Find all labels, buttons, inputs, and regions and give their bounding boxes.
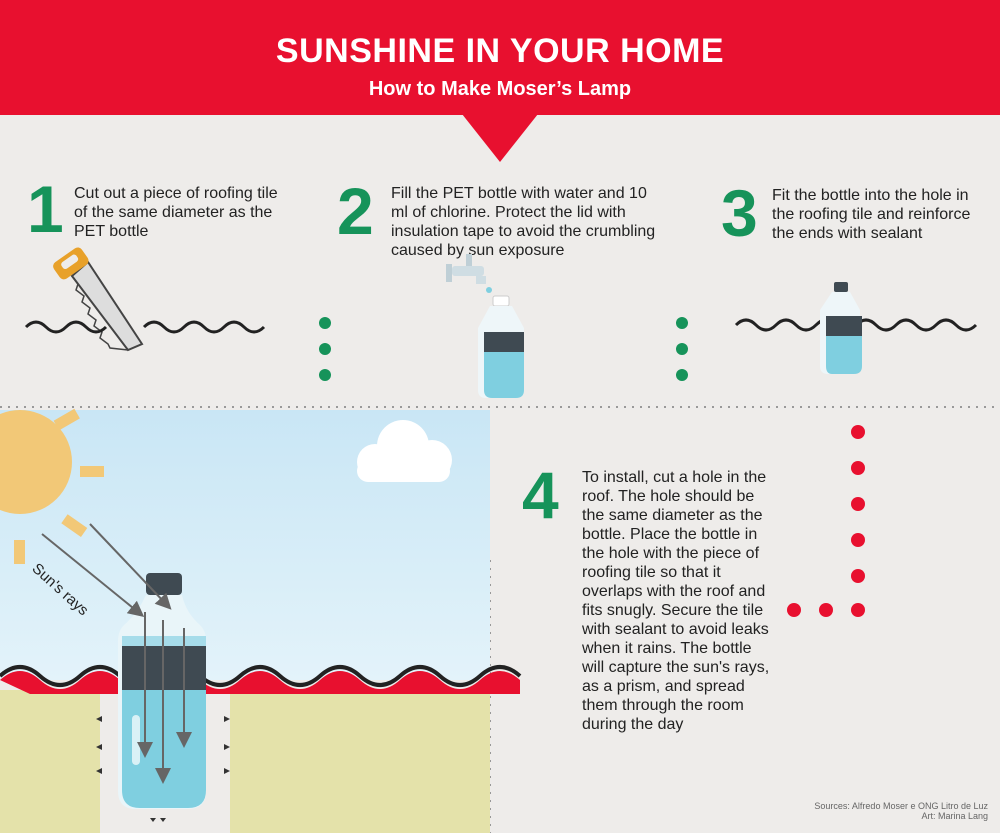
step-separator-dots-2 bbox=[676, 317, 688, 381]
red-dot-path bbox=[787, 425, 865, 617]
step-4-text: To install, cut a hole in the roof. The … bbox=[582, 469, 770, 733]
header-banner bbox=[0, 0, 1000, 115]
step-2-text: Fill the PET bottle with water and 10 ml… bbox=[391, 185, 656, 259]
step-1-number: 1 bbox=[27, 172, 64, 246]
sources-text: Sources: Alfredo Moser e ONG Litro de Lu… bbox=[814, 801, 988, 811]
step-3-text: Fit the bottle into the hole in the roof… bbox=[772, 187, 971, 242]
step-separator-dots-1 bbox=[319, 317, 331, 381]
faucet-icon bbox=[446, 254, 492, 293]
step-4-number: 4 bbox=[522, 458, 559, 532]
installation-scene bbox=[0, 408, 522, 833]
credits: Sources: Alfredo Moser e ONG Litro de Lu… bbox=[814, 801, 988, 821]
step-2-number: 2 bbox=[337, 174, 374, 248]
cloud-icon bbox=[357, 420, 452, 482]
roof-tile-piece bbox=[24, 320, 266, 334]
step-3-number: 3 bbox=[721, 176, 758, 250]
sun-ray-arrows bbox=[41, 523, 192, 784]
light-spread-marks bbox=[96, 716, 230, 822]
bottle-icon bbox=[478, 295, 524, 398]
art-credit-text: Art: Marina Lang bbox=[921, 811, 988, 821]
saw-icon bbox=[53, 247, 144, 352]
sun-icon bbox=[0, 408, 104, 564]
step-1-text: Cut out a piece of roofing tile of the s… bbox=[74, 185, 278, 240]
roof-with-bottle bbox=[734, 282, 978, 374]
page-title: SUNSHINE IN YOUR HOME bbox=[275, 32, 725, 70]
page-subtitle: How to Make Moser’s Lamp bbox=[368, 78, 632, 100]
header-pointer bbox=[462, 114, 538, 162]
